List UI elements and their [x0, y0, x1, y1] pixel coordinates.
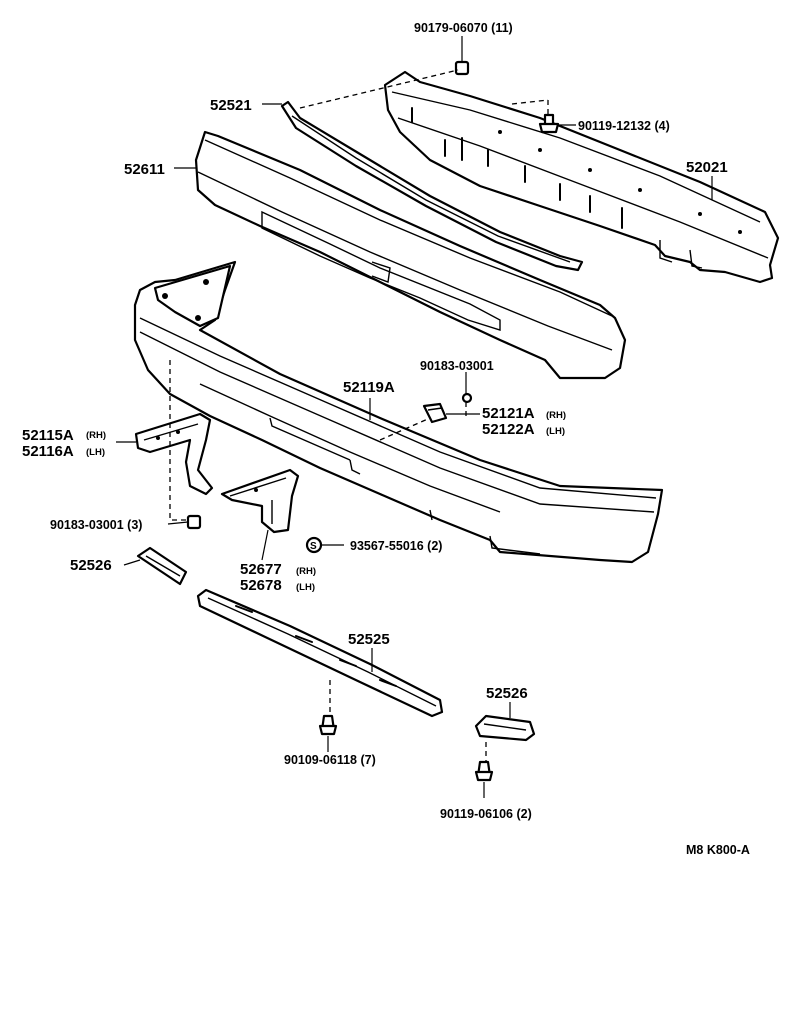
label-90183-03001-top: 90183-03001 — [420, 359, 494, 373]
label-52678: 52678 — [240, 577, 282, 594]
label-52611: 52611 — [124, 161, 165, 178]
label-90183-03001-left: 90183-03001 (3) — [50, 518, 142, 532]
bolt-90119-06106 — [474, 760, 494, 782]
label-93567-55016: 93567-55016 (2) — [350, 539, 442, 553]
bumper-bracket-52677 — [220, 468, 300, 534]
label-52116a-side: (LH) — [86, 447, 105, 458]
label-52678-side: (LH) — [296, 582, 315, 593]
label-52021: 52021 — [686, 159, 728, 176]
label-52122a: 52122A — [482, 421, 535, 438]
bumper-lower-stay-52525 — [196, 588, 444, 718]
bumper-spacer-52526-right — [474, 714, 536, 742]
assembly-lines — [169, 69, 549, 762]
bumper-reinforcement-52021 — [383, 70, 780, 284]
svg-text:S: S — [310, 541, 317, 552]
screw-93567-55016: S — [305, 536, 323, 554]
label-90119-12132: 90119-12132 (4) — [578, 119, 670, 133]
label-52525: 52525 — [348, 631, 390, 648]
bumper-cover-52119a — [133, 260, 664, 564]
label-52115a-side: (RH) — [86, 430, 106, 441]
label-52119a: 52119A — [343, 379, 395, 396]
label-52677: 52677 — [240, 561, 282, 578]
bumper-absorber-52611 — [194, 130, 627, 380]
bumper-molding-52521 — [280, 100, 584, 272]
clip-90183-03001 — [186, 514, 202, 530]
label-90109-06118: 90109-06118 (7) — [284, 753, 376, 767]
diagram-footer-code: M8 K800-A — [686, 843, 750, 857]
leader-lines — [116, 36, 713, 798]
bumper-side-support-52115a — [134, 412, 214, 496]
label-52526-right: 52526 — [486, 685, 528, 702]
label-52677-side: (RH) — [296, 566, 316, 577]
label-52121a-side: (RH) — [546, 410, 566, 421]
label-52122a-side: (LH) — [546, 426, 565, 437]
part-labels: 90179-06070 (11) 52521 90119-12132 (4) 5… — [22, 21, 750, 857]
label-90179-06070: 90179-06070 (11) — [414, 21, 513, 35]
bolt-90109-06118 — [318, 714, 338, 736]
label-52121a: 52121A — [482, 405, 535, 422]
bumper-spacer-52526-left — [136, 546, 188, 586]
label-52526-left: 52526 — [70, 557, 112, 574]
label-52115a: 52115A — [22, 427, 74, 444]
label-90119-06106: 90119-06106 (2) — [440, 807, 532, 821]
bumper-retainer-52121a — [422, 392, 473, 424]
bolt-90119-12132 — [538, 113, 560, 134]
nut-90179-06070 — [454, 60, 470, 76]
label-52116a: 52116A — [22, 443, 74, 460]
label-52521: 52521 — [210, 97, 252, 114]
